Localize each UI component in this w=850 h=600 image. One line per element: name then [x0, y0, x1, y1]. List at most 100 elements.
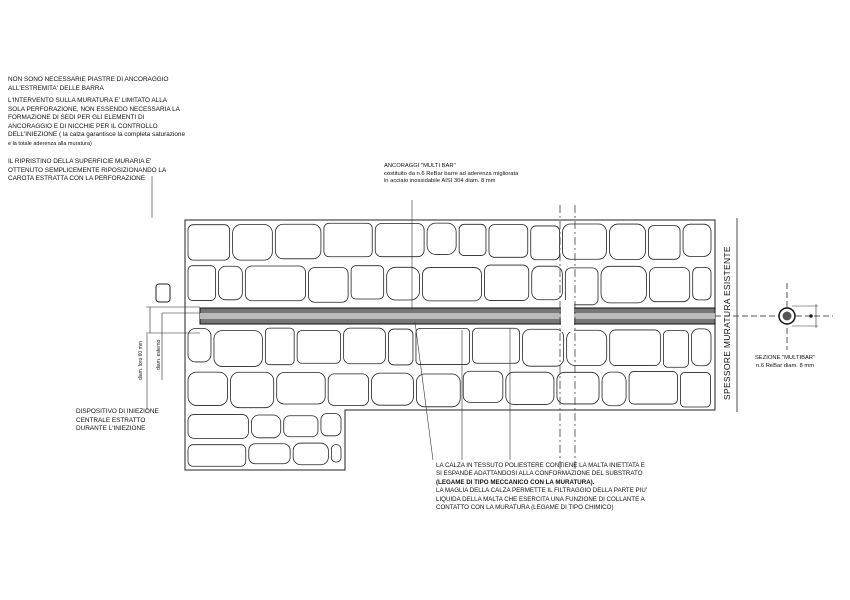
stone: [691, 328, 712, 367]
sock-line: LA CALZA IN TESSUTO POLIESTERE CONTIENE …: [436, 462, 645, 469]
stone: [415, 328, 470, 365]
note-line: e la totale aderenza alla muratura): [8, 140, 92, 147]
outer-diameter-label: diam. esterno: [156, 339, 162, 370]
note-line: DELL'INIEZIONE ( la calza garantisce la …: [8, 131, 186, 139]
stone: [387, 328, 414, 366]
anchor-line: ANCORAGGI "MULTI BAR": [384, 163, 456, 169]
injection-sleeve: [200, 313, 715, 319]
stone: [600, 265, 647, 304]
device-line: CENTRALE ESTRATTO: [76, 416, 146, 424]
stone: [628, 371, 678, 405]
stone: [564, 267, 599, 306]
hole-diameter-label: diam. foro 60 mm: [138, 341, 144, 380]
stone: [386, 266, 420, 301]
stone: [505, 371, 555, 405]
section-line: SEZIONE "MULTIBAR": [755, 355, 816, 361]
stone: [308, 267, 349, 303]
stone: [462, 370, 504, 403]
note-restoration: IL RIPRISTINO DELLA SUPERFICIE MURARIA E…: [8, 158, 166, 184]
stone: [601, 371, 627, 407]
stone: [264, 327, 295, 366]
stone: [530, 225, 560, 261]
stone: [488, 224, 529, 258]
stone: [566, 329, 608, 366]
leader-line: [414, 321, 511, 461]
stone: [250, 414, 282, 439]
stone: [682, 223, 712, 257]
stone: [330, 444, 342, 463]
stone: [320, 413, 342, 437]
wall-thickness-label: SPESSORE MURATURA ESISTENTE: [722, 246, 732, 400]
stone: [350, 265, 385, 300]
stone: [374, 223, 425, 258]
stone: [232, 224, 273, 261]
rebar-detail-dot: [809, 314, 813, 318]
note-line: IL RIPRISTINO DELLA SUPERFICIE MURARIA E…: [8, 158, 152, 165]
stone: [562, 223, 607, 260]
stone: [187, 414, 249, 439]
sock-line: LIQUIDA DELLA MALTA CHE ESERCITA UNA FUN…: [436, 495, 645, 503]
note-line: ALL'ESTREMITA' DELLE BARRA: [8, 84, 104, 92]
note-line: ANCORAGGIO E DI NICCHIE PER IL CONTROLLO: [8, 122, 158, 130]
note-line: L'INTERVENTO SULLA MURATURA E' LIMITATO …: [8, 97, 168, 104]
cut-gap: [561, 300, 574, 332]
stone: [276, 372, 326, 405]
stone: [187, 328, 212, 363]
device-line: DURANTE L'INIEZIONE: [76, 425, 146, 433]
stone: [187, 371, 228, 406]
masonry-stones: [187, 222, 712, 467]
stone: [522, 328, 565, 367]
note-line: NON SONO NECESSARIE PIASTRE DI ANCORAGGI…: [8, 76, 169, 83]
stone: [609, 223, 646, 261]
stone: [248, 443, 291, 465]
stone: [484, 264, 530, 301]
stone: [556, 371, 600, 405]
stone: [416, 373, 461, 408]
sock-line: CONTATTO CON LA MURATURA (LEGAME DI TIPO…: [436, 504, 614, 512]
stone: [680, 372, 711, 408]
stone: [609, 329, 661, 366]
note-line: CAROTA ESTRATTA CON LA PERFORAZIONE: [8, 175, 146, 183]
note-line: FORMAZIONE DI SEDI PER GLI ELEMENTI DI: [8, 114, 145, 122]
stone: [274, 223, 322, 260]
note-line: SOLA PERFORAZIONE, NON ESSENDO NECESSARI…: [8, 105, 180, 113]
stone: [531, 265, 563, 301]
stone: [371, 372, 414, 406]
section-line: n.6 ReBar diam. 8 mm: [756, 362, 815, 369]
stone: [283, 415, 319, 438]
stone: [648, 225, 681, 260]
device-line: DISPOSITIVO DI INIEZIONE: [76, 408, 159, 415]
stone: [244, 265, 306, 302]
anchor-description: ANCORAGGI "MULTI BAR"costituito da n.6 R…: [384, 163, 518, 186]
stone: [422, 267, 482, 302]
stone: [649, 267, 691, 303]
section-label: SEZIONE "MULTIBAR"n.6 ReBar diam. 8 mm: [755, 355, 815, 370]
sock-line: LA MAGLIA DELLA CALZA PERMETTE IL FILTRA…: [436, 487, 648, 495]
hole-dim: [146, 306, 200, 380]
stone: [426, 222, 457, 255]
note-line: OTTENUTO SEMPLICEMENTE RIPOSIZIONANDO LA: [8, 166, 167, 174]
stone: [230, 371, 275, 409]
stone: [662, 330, 689, 368]
stone: [472, 327, 520, 364]
stone: [343, 327, 386, 365]
stone: [327, 373, 369, 406]
sock-line: SI ESPANDE ADATTANDOSI ALLA CONFORMAZION…: [436, 470, 643, 478]
note-intervention: L'INTERVENTO SULLA MURATURA E' LIMITATO …: [8, 97, 185, 149]
anchor-line: costituito da n.6 ReBar barre ad aderenz…: [384, 170, 519, 177]
stone: [187, 265, 216, 301]
stone: [218, 265, 243, 301]
stone: [187, 444, 247, 467]
stone: [292, 442, 329, 466]
sock-line: (LEGAME DI TIPO MECCANICO CON LA MURATUR…: [436, 478, 595, 486]
sock-description: LA CALZA IN TESSUTO POLIESTERE CONTIENE …: [436, 462, 647, 512]
anchor-line: in acciaio inossidabile AISI 304 diam. 8…: [384, 178, 496, 184]
stone: [323, 222, 373, 258]
section-dim-lines: [792, 304, 818, 328]
stone: [458, 223, 487, 256]
multibar-core: [782, 311, 792, 321]
note-anchor-plates: NON SONO NECESSARIE PIASTRE DI ANCORAGGI…: [8, 76, 169, 93]
stone: [187, 224, 231, 261]
